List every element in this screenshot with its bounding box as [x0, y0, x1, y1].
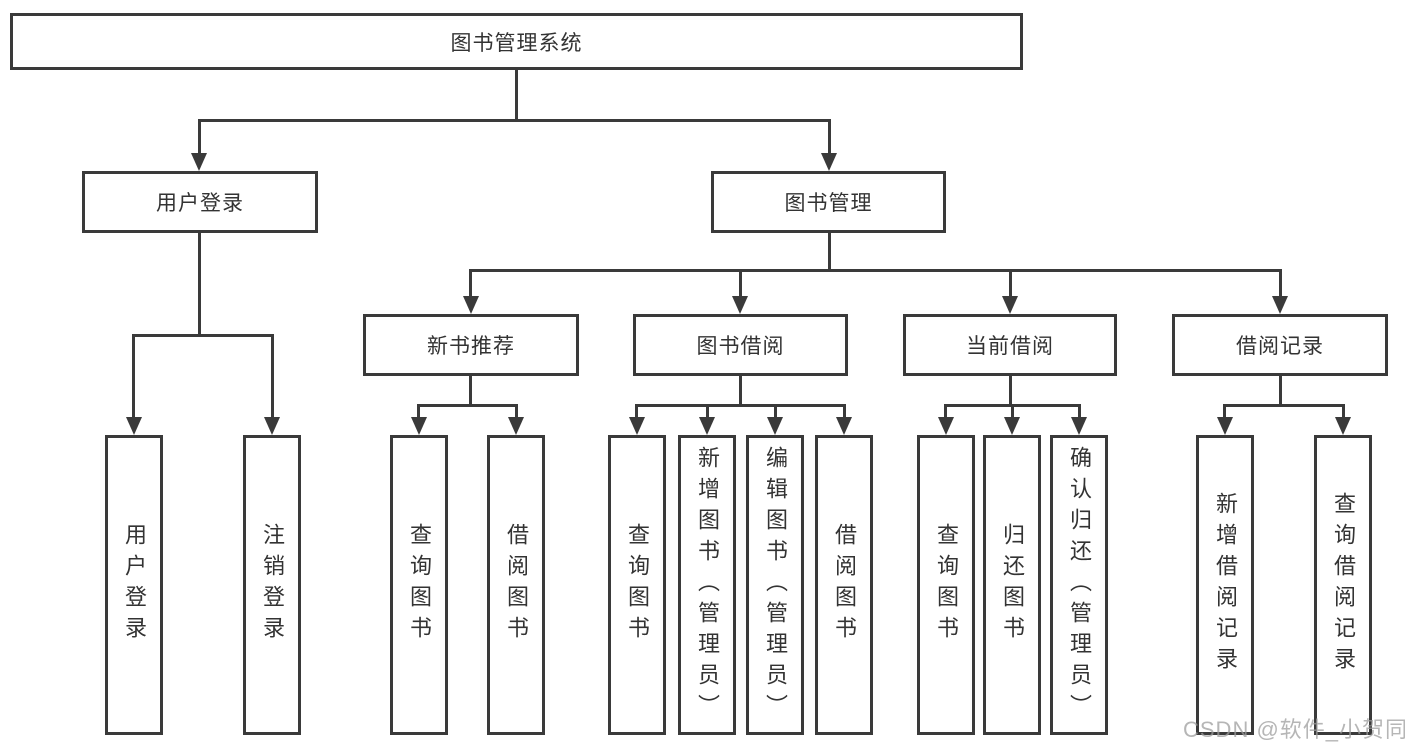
- arrow-down-icon: [699, 417, 715, 435]
- leaf-query-books-current: 查询图书: [917, 435, 975, 735]
- arrow-down-icon: [767, 417, 783, 435]
- connector-leaf-drop: [774, 404, 777, 419]
- connector-user-login-bar: [132, 334, 274, 337]
- leaf-query-books-recommend: 查询图书: [390, 435, 448, 735]
- connector-to-book-borrow: [739, 269, 742, 298]
- leaf-add-books-admin: 新增图书（管理员）: [678, 435, 736, 735]
- node-new-book-recommend-label: 新书推荐: [427, 335, 515, 358]
- node-current-borrow: 当前借阅: [903, 314, 1117, 376]
- arrow-down-icon: [411, 417, 427, 435]
- leaf-query-borrow-record-label: 查询借阅记录: [1331, 492, 1356, 678]
- node-user-login-label: 用户登录: [156, 192, 244, 215]
- leaf-return-books: 归还图书: [983, 435, 1041, 735]
- arrow-down-icon: [126, 417, 142, 435]
- connector-to-book-management: [828, 119, 831, 157]
- connector-to-current-borrow: [1009, 269, 1012, 298]
- leaf-add-books-admin-label: 新增图书（管理员）: [695, 445, 720, 725]
- leaf-add-borrow-record-label: 新增借阅记录: [1213, 492, 1238, 678]
- leaf-edit-books-admin: 编辑图书（管理员）: [746, 435, 804, 735]
- node-book-borrow-label: 图书借阅: [696, 335, 785, 358]
- arrow-down-icon: [1071, 417, 1087, 435]
- arrow-down-icon: [1002, 296, 1018, 314]
- connector-current-borrow-stem: [1009, 376, 1012, 406]
- leaf-add-borrow-record: 新增借阅记录: [1196, 435, 1254, 735]
- leaf-user-login-label: 用户登录: [122, 523, 147, 647]
- leaf-borrow-books-recommend: 借阅图书: [487, 435, 545, 735]
- arrow-down-icon: [629, 417, 645, 435]
- connector-leaf-drop: [1223, 404, 1226, 419]
- connector-leaf-drop: [635, 404, 638, 419]
- node-new-book-recommend: 新书推荐: [363, 314, 579, 376]
- arrow-down-icon: [732, 296, 748, 314]
- leaf-confirm-return-admin-label: 确认归还（管理员）: [1067, 445, 1092, 725]
- connector-leaf-drop: [1078, 404, 1081, 419]
- leaf-return-books-label: 归还图书: [1000, 523, 1025, 647]
- leaf-query-books-borrow: 查询图书: [608, 435, 666, 735]
- connector-book-borrow-bar: [635, 404, 846, 407]
- node-root: 图书管理系统: [10, 13, 1023, 70]
- leaf-user-login: 用户登录: [105, 435, 163, 735]
- arrow-down-icon: [821, 153, 837, 171]
- connector-leaf-drop: [515, 404, 518, 419]
- connector-leaf-drop: [1342, 404, 1345, 419]
- arrow-down-icon: [191, 153, 207, 171]
- connector-leaf-drop: [706, 404, 709, 419]
- node-root-label: 图书管理系统: [450, 31, 583, 55]
- connector-borrow-records-bar: [1223, 404, 1345, 407]
- leaf-borrow-books: 借阅图书: [815, 435, 873, 735]
- connector-to-user-login: [198, 119, 201, 157]
- node-current-borrow-label: 当前借阅: [966, 335, 1054, 358]
- leaf-query-books-borrow-label: 查询图书: [625, 523, 650, 647]
- connector-leaf-drop: [1011, 404, 1014, 419]
- connector-new-book-stem: [469, 376, 472, 406]
- leaf-query-books-recommend-label: 查询图书: [407, 523, 432, 647]
- connector-to-new-book: [469, 269, 472, 298]
- leaf-borrow-books-recommend-label: 借阅图书: [504, 523, 529, 647]
- arrow-down-icon: [1272, 296, 1288, 314]
- leaf-logout-label: 注销登录: [260, 523, 285, 647]
- node-book-borrow: 图书借阅: [633, 314, 848, 376]
- connector-leaf-drop: [417, 404, 420, 419]
- arrow-down-icon: [1004, 417, 1020, 435]
- arrow-down-icon: [508, 417, 524, 435]
- connector-leaf-drop: [944, 404, 947, 419]
- connector-root-stem: [515, 70, 518, 119]
- arrow-down-icon: [1217, 417, 1233, 435]
- connector-root-bar: [198, 119, 831, 122]
- connector-book-borrow-stem: [739, 376, 742, 406]
- connector-to-borrow-records: [1279, 269, 1282, 298]
- leaf-query-borrow-record: 查询借阅记录: [1314, 435, 1372, 735]
- arrow-down-icon: [463, 296, 479, 314]
- arrow-down-icon: [264, 417, 280, 435]
- connector-borrow-records-stem: [1279, 376, 1282, 406]
- leaf-borrow-books-label: 借阅图书: [832, 523, 857, 647]
- connector-user-login-stem: [198, 233, 201, 336]
- leaf-logout: 注销登录: [243, 435, 301, 735]
- connector-to-leaf-user-login: [132, 334, 135, 419]
- arrow-down-icon: [938, 417, 954, 435]
- node-borrow-records-label: 借阅记录: [1236, 335, 1324, 358]
- connector-to-leaf-logout: [271, 334, 274, 419]
- connector-book-management-bar: [469, 269, 1282, 272]
- connector-leaf-drop: [843, 404, 846, 419]
- arrow-down-icon: [1335, 417, 1351, 435]
- leaf-confirm-return-admin: 确认归还（管理员）: [1050, 435, 1108, 735]
- connector-new-book-bar: [417, 404, 518, 407]
- node-user-login: 用户登录: [82, 171, 318, 233]
- leaf-edit-books-admin-label: 编辑图书（管理员）: [763, 445, 788, 725]
- leaf-query-books-current-label: 查询图书: [934, 523, 959, 647]
- node-book-management: 图书管理: [711, 171, 946, 233]
- node-borrow-records: 借阅记录: [1172, 314, 1388, 376]
- arrow-down-icon: [836, 417, 852, 435]
- csdn-watermark: CSDN @软件_小贺同学: [1183, 717, 1405, 742]
- node-book-management-label: 图书管理: [784, 192, 873, 215]
- connector-book-management-stem: [828, 233, 831, 271]
